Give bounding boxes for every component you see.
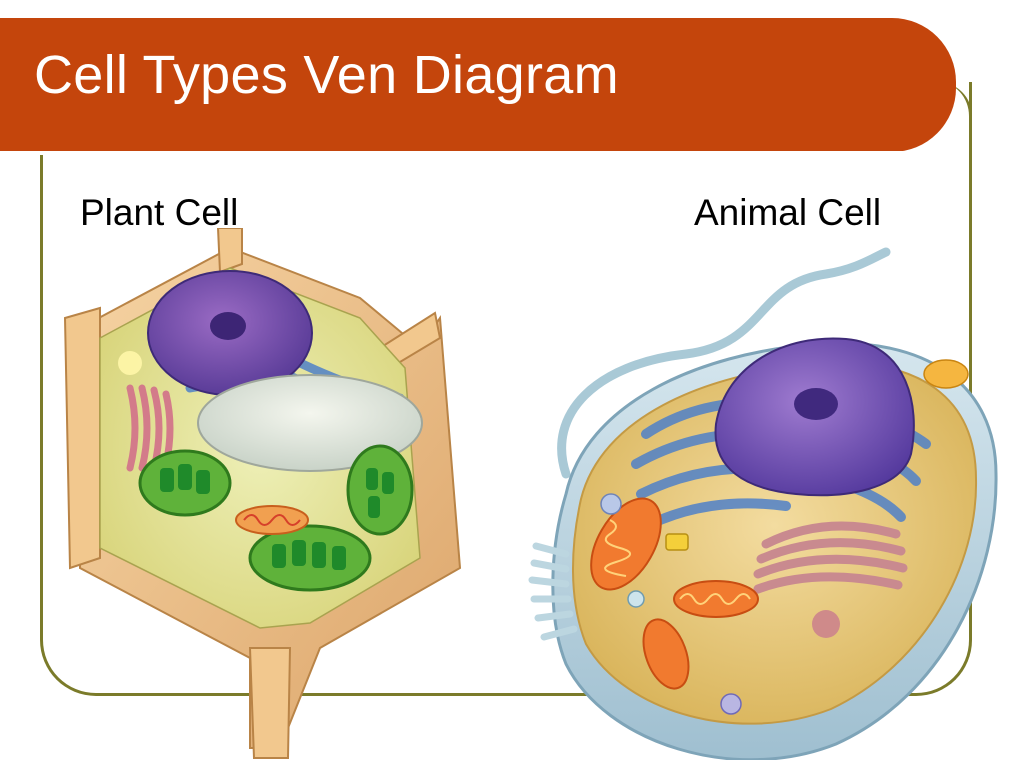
animal-centriole <box>665 533 689 551</box>
plant-vacuole <box>197 374 423 472</box>
animal-vesicle-1 <box>600 493 622 515</box>
title-underline <box>0 151 906 155</box>
wall-flap-bottom <box>248 647 292 759</box>
plant-peroxisome <box>118 351 142 375</box>
plant-nucleolus <box>210 312 246 340</box>
plant-cell-illustration <box>63 228 462 759</box>
animal-microvilli <box>528 542 578 641</box>
animal-nucleolus <box>794 388 838 420</box>
slide-title: Cell Types Ven Diagram <box>34 45 619 105</box>
chloroplast-left <box>138 449 232 517</box>
wall-flap-top <box>216 228 243 274</box>
animal-mitochondrion-2 <box>673 580 759 618</box>
title-bar <box>0 18 956 155</box>
animal-vesicle-2 <box>627 590 645 608</box>
plant-golgi <box>126 384 174 472</box>
animal-cilium-long <box>557 247 891 479</box>
animal-cell-label: Animal Cell <box>694 192 882 233</box>
animal-golgi <box>753 521 908 594</box>
animal-mitochondrion-1 <box>590 497 662 591</box>
animal-lysosome <box>812 610 840 638</box>
animal-cell-illustration <box>528 247 998 760</box>
content-frame-corner <box>930 82 972 162</box>
plant-mitochondrion <box>235 505 309 535</box>
plant-cell-label: Plant Cell <box>80 192 239 233</box>
animal-vesicle-3 <box>720 693 742 715</box>
content-frame <box>40 82 972 696</box>
animal-peroxisome <box>923 359 969 389</box>
wall-flap-left <box>63 306 101 570</box>
chloroplast-bottom <box>248 524 372 592</box>
chloroplast-right <box>346 444 414 536</box>
animal-mitochondrion-3 <box>642 618 690 690</box>
